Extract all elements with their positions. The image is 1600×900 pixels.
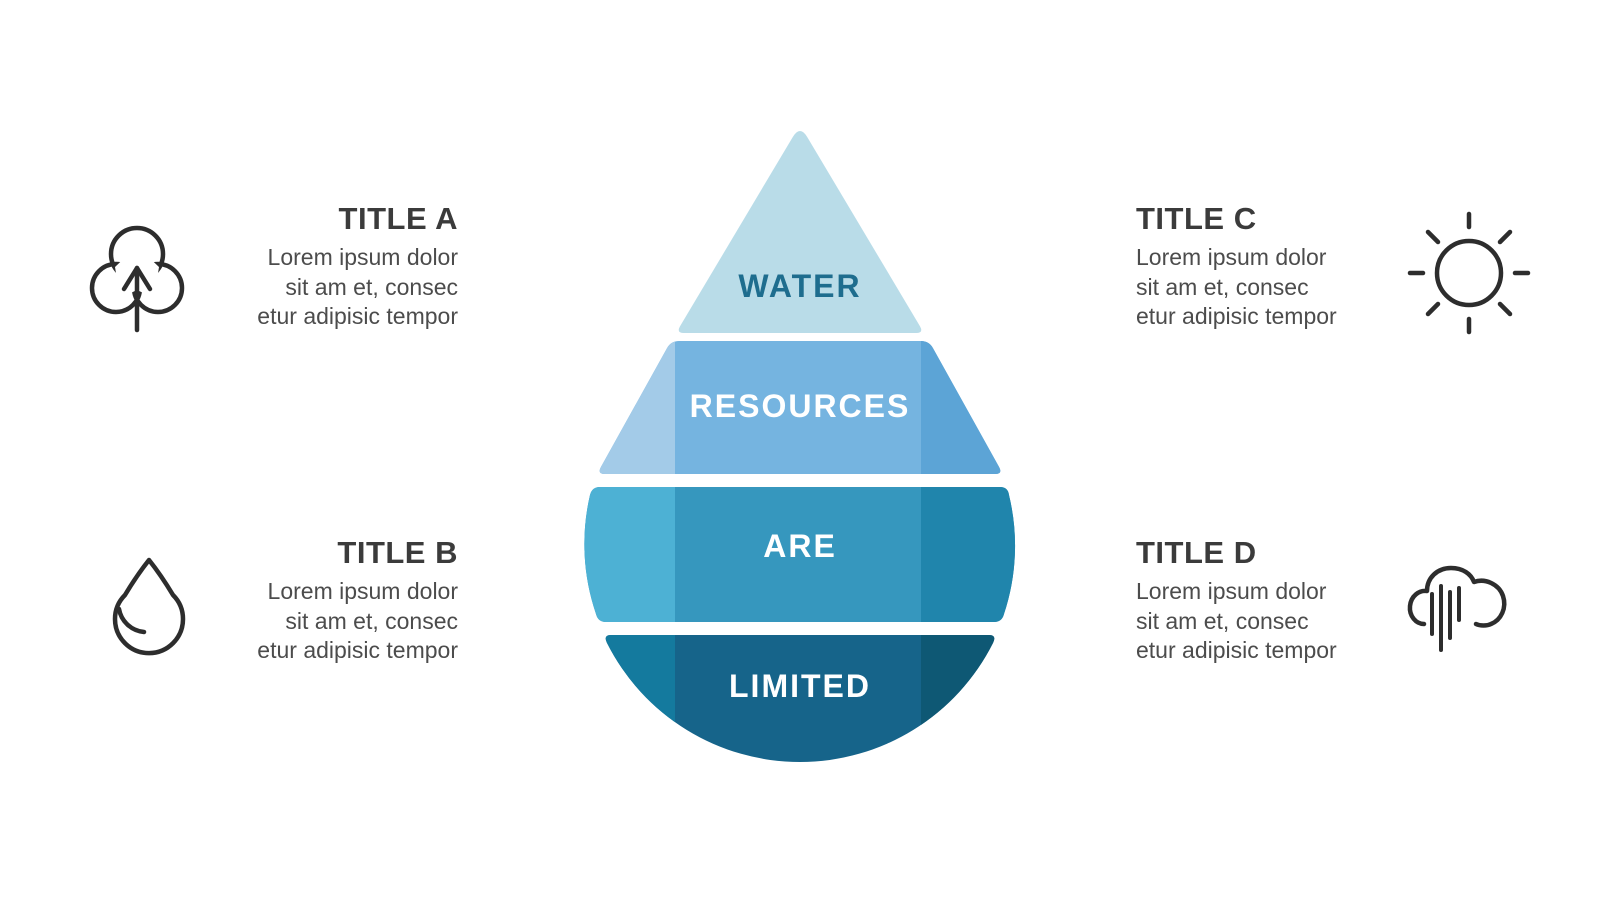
water-drop-icon	[112, 556, 186, 658]
section-d-body: Lorem ipsum dolor sit am et, consec etur…	[1136, 577, 1476, 666]
section-a-title: TITLE A	[338, 201, 458, 236]
rain-cloud-icon	[1406, 556, 1512, 662]
sun-icon	[1407, 211, 1531, 335]
section-b: TITLE B Lorem ipsum dolor sit am et, con…	[118, 534, 458, 666]
section-d-title: TITLE D	[1136, 535, 1257, 570]
section-b-body: Lorem ipsum dolor sit am et, consec etur…	[118, 577, 458, 666]
section-body-line: sit am et, consec	[285, 607, 458, 634]
section-b-title: TITLE B	[337, 535, 458, 570]
drop-label-resources: RESOURCES	[689, 388, 911, 424]
section-a-body: Lorem ipsum dolor sit am et, consec etur…	[118, 243, 458, 332]
section-body-line: Lorem ipsum dolor	[1136, 244, 1327, 270]
drop-segment-resources	[599, 341, 1001, 474]
section-body-line: etur adipisic tempor	[1136, 303, 1337, 329]
section-c: TITLE C Lorem ipsum dolor sit am et, con…	[1136, 200, 1476, 332]
section-body-line: etur adipisic tempor	[1136, 637, 1337, 663]
section-body-line: Lorem ipsum dolor	[267, 578, 458, 604]
section-body-line: etur adipisic tempor	[257, 303, 458, 329]
drop-label-limited: LIMITED	[729, 668, 871, 704]
section-body-line: Lorem ipsum dolor	[267, 244, 458, 270]
tree-icon	[89, 225, 185, 334]
drop-segment-are	[584, 487, 1016, 622]
section-a: TITLE A Lorem ipsum dolor sit am et, con…	[118, 200, 458, 332]
section-c-title: TITLE C	[1136, 201, 1257, 236]
segment-are-left-shade	[584, 487, 675, 622]
section-body-line: sit am et, consec	[285, 273, 458, 300]
section-body-line: Lorem ipsum dolor	[1136, 578, 1327, 604]
drop-label-are: ARE	[763, 528, 837, 564]
section-body-line: etur adipisic tempor	[257, 637, 458, 663]
section-d: TITLE D Lorem ipsum dolor sit am et, con…	[1136, 534, 1476, 666]
segment-are-right-shade	[921, 487, 1016, 622]
section-c-body: Lorem ipsum dolor sit am et, consec etur…	[1136, 243, 1476, 332]
drop-label-water: WATER	[738, 268, 862, 304]
section-body-line: sit am et, consec	[1136, 607, 1309, 634]
section-body-line: sit am et, consec	[1136, 273, 1309, 300]
